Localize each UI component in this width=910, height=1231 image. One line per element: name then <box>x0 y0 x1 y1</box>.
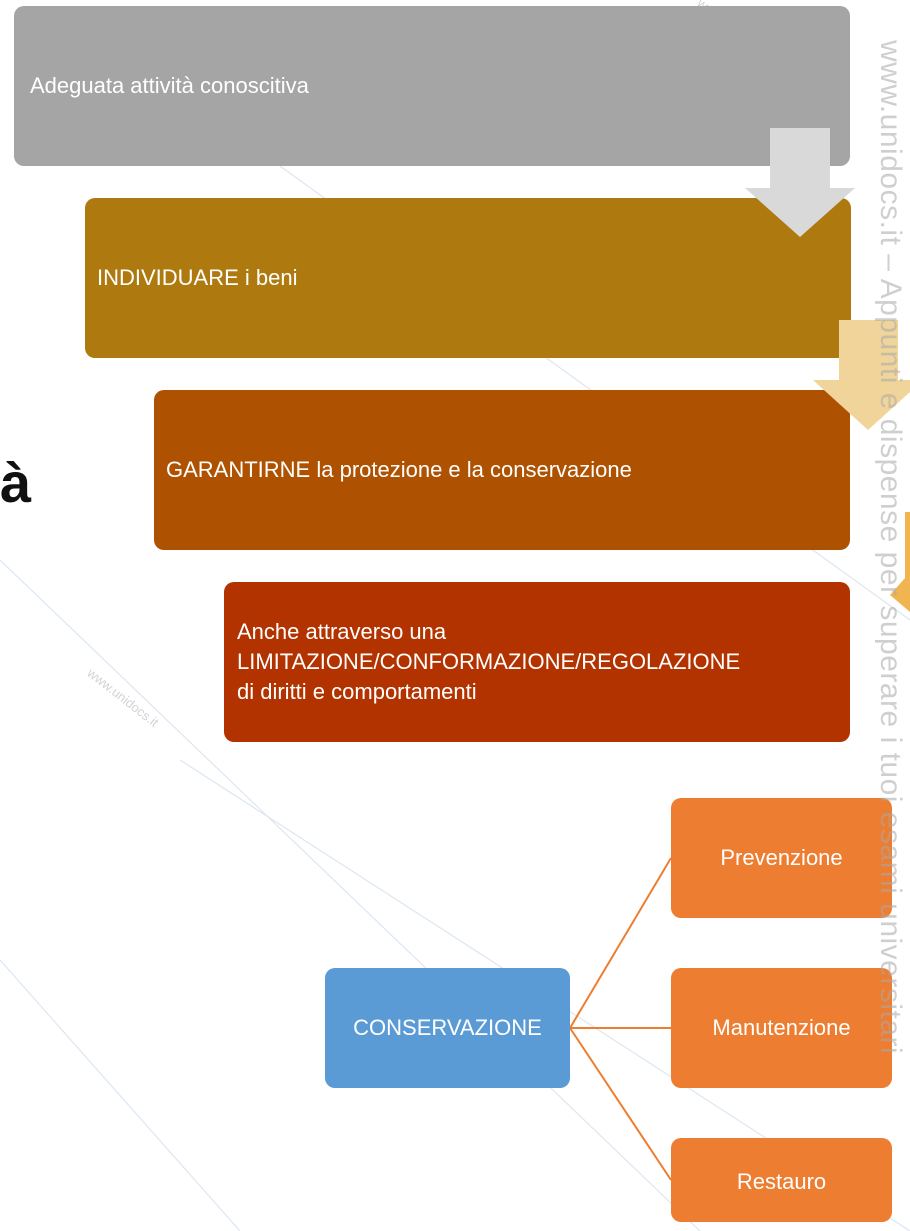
hierarchy-root-label: CONSERVAZIONE <box>353 1015 542 1040</box>
hierarchy-child-label: Manutenzione <box>712 1015 851 1040</box>
process-step-1-label: Adeguata attività conoscitiva <box>30 73 309 99</box>
hierarchy-child-label: Prevenzione <box>720 845 843 870</box>
diagonal-watermark-3: www.unidocs.it <box>84 665 162 730</box>
hierarchy-root-node: CONSERVAZIONE <box>325 968 570 1088</box>
process-step-4-label: Anche attraverso una LIMITAZIONE/CONFORM… <box>237 619 741 704</box>
process-step-3: GARANTIRNE la protezione e la conservazi… <box>154 390 850 550</box>
hierarchy-child-restauro: Restauro <box>671 1138 892 1222</box>
slide-title-fragment: à <box>0 451 32 514</box>
process-step-1: Adeguata attività conoscitiva <box>14 6 850 166</box>
vertical-watermark: www.unidocs.it – Appunti e dispense per … <box>874 40 907 1055</box>
process-step-4: Anche attraverso una LIMITAZIONE/CONFORM… <box>224 582 850 742</box>
process-step-3-label: GARANTIRNE la protezione e la conservazi… <box>166 457 632 483</box>
hierarchy-child-label: Restauro <box>736 1169 827 1194</box>
connector-prevenzione <box>569 857 672 1029</box>
process-step-2-label: INDIVIDUARE i beni <box>97 265 298 291</box>
hierarchy-child-prevenzione: Prevenzione <box>671 798 892 918</box>
process-step-2: INDIVIDUARE i beni <box>85 198 851 358</box>
connector-restauro <box>569 1027 672 1181</box>
hierarchy-child-manutenzione: Manutenzione <box>671 968 892 1088</box>
